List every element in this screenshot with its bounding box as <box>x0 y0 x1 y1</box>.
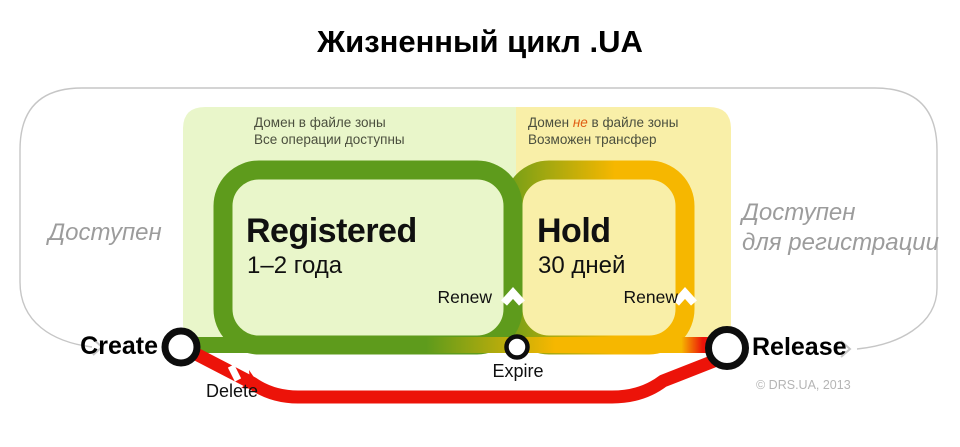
registered-zone-caption-line1: Домен в файле зоны <box>254 115 386 130</box>
registered-zone-caption: Домен в файле зоны Все операции доступны <box>254 114 405 148</box>
create-label: Create <box>80 332 158 360</box>
available-label-right-line2: для регистрации <box>742 229 940 256</box>
delete-path <box>193 348 717 404</box>
hold-renew-chevron-icon <box>673 287 697 306</box>
create-node <box>161 327 201 367</box>
registered-state-label: Registered <box>246 212 417 250</box>
registered-renew-chevron-icon <box>501 287 525 306</box>
registered-renew-label: Renew <box>437 287 492 307</box>
release-node <box>705 326 749 370</box>
expire-node <box>504 334 530 360</box>
registered-duration-label: 1–2 года <box>247 252 343 279</box>
delete-arrow-gap <box>227 364 242 382</box>
outer-cycle-path <box>19 87 938 350</box>
available-label-left: Доступен <box>48 219 162 246</box>
hold-zone-caption-line1: Домен не в файле зоны <box>528 115 679 130</box>
hold-state-label: Hold <box>537 212 611 250</box>
release-label: Release <box>752 333 847 361</box>
hold-duration-label: 30 дней <box>538 252 626 279</box>
timeline-band <box>190 337 727 353</box>
copyright-label: © DRS.UA, 2013 <box>756 378 851 392</box>
hold-renew-label: Renew <box>623 287 678 307</box>
registered-zone-caption-line2: Все операции доступны <box>254 132 405 147</box>
available-label-right: Доступен для регистрации <box>742 198 939 258</box>
outer-arrow-into-create-icon <box>92 338 104 356</box>
expire-label: Expire <box>492 361 544 381</box>
available-label-right-line1: Доступен <box>742 199 856 226</box>
delete-arrowhead-icon <box>241 370 262 389</box>
delete-label: Delete <box>206 381 259 401</box>
hold-zone-caption-line2: Возможен трансфер <box>528 132 657 147</box>
outer-arrow-from-release-icon <box>840 340 852 358</box>
page-title: Жизненный цикл .UA <box>317 24 643 59</box>
hold-zone-caption: Домен не в файле зоны Возможен трансфер <box>528 114 678 148</box>
not-emphasis: не <box>572 115 588 130</box>
